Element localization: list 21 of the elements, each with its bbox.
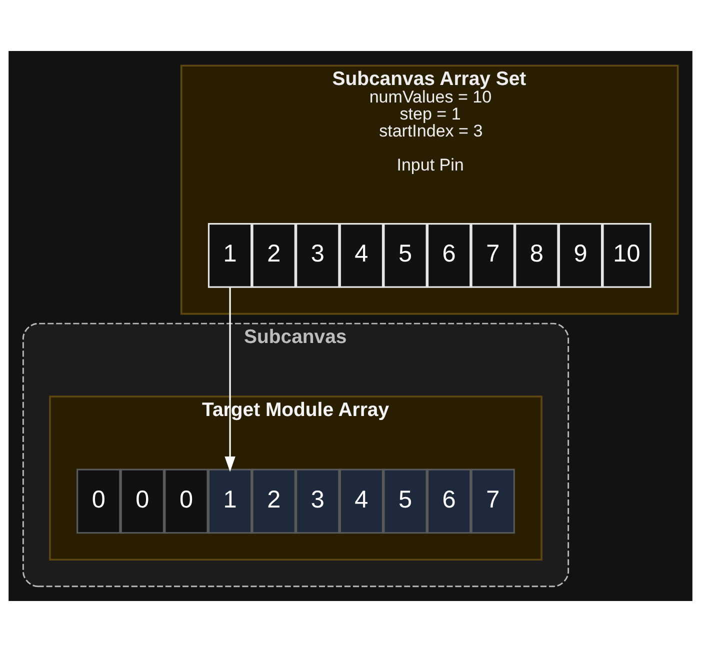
node-box: 2 bbox=[252, 223, 296, 288]
arrow bbox=[224, 287, 236, 472]
node-box: 6 bbox=[426, 468, 472, 534]
node-box: 0 bbox=[120, 468, 164, 534]
node-box: 9 bbox=[558, 223, 603, 288]
node-box: 10 bbox=[602, 223, 652, 288]
node-box: 0 bbox=[164, 468, 208, 534]
node-box: 0 bbox=[76, 468, 121, 534]
node-box: 3 bbox=[296, 223, 340, 288]
node-box: 4 bbox=[339, 223, 384, 288]
node-box: 8 bbox=[514, 223, 559, 288]
node-box: 4 bbox=[339, 468, 384, 534]
node-box: 7 bbox=[470, 468, 515, 534]
node-box: 5 bbox=[383, 468, 428, 534]
node-box: 7 bbox=[470, 223, 515, 288]
node-box: 5 bbox=[383, 223, 428, 288]
node-box: 3 bbox=[296, 468, 340, 534]
node-box: 1 bbox=[208, 468, 252, 534]
node-box: 2 bbox=[252, 468, 296, 534]
node-box: 1 bbox=[208, 223, 252, 288]
node-box: 6 bbox=[426, 223, 472, 288]
